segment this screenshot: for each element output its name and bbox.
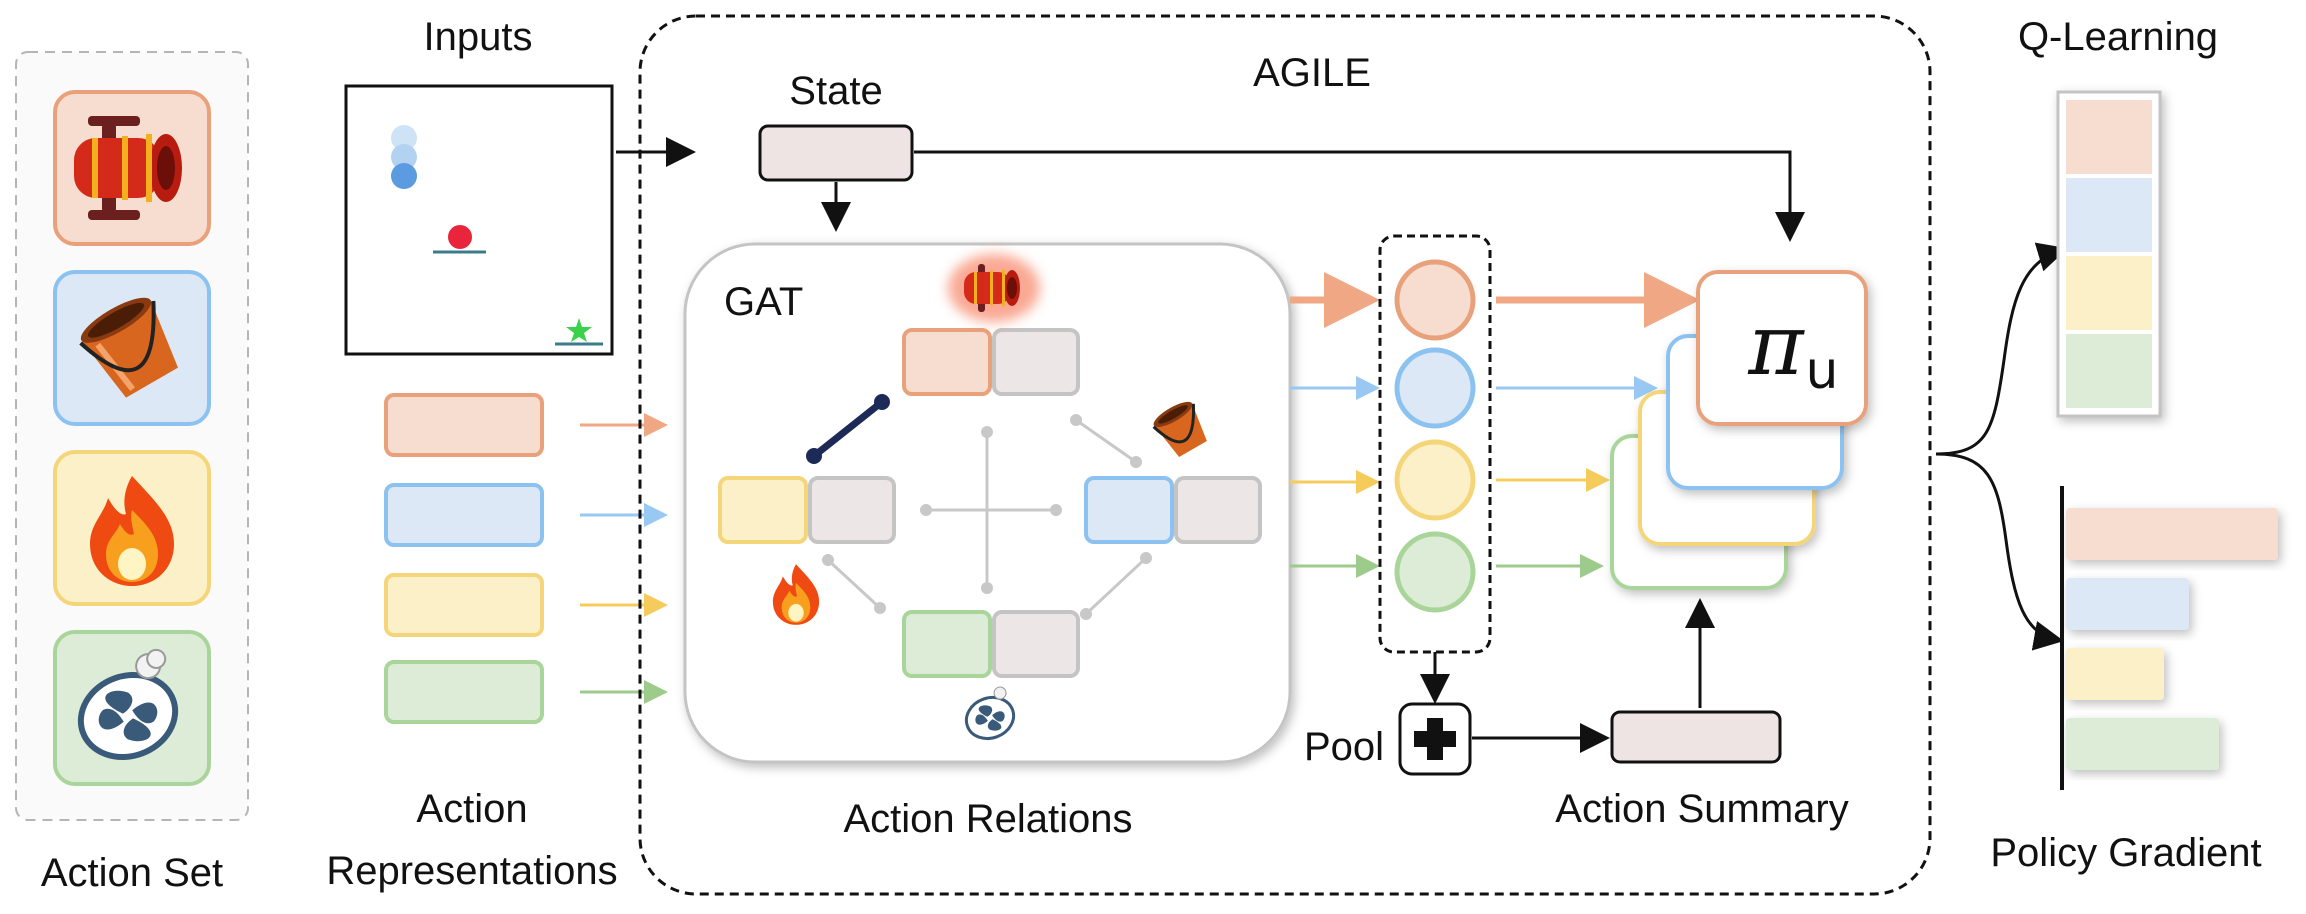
arrow-to-policy-gradient (1935, 452, 2064, 651)
q-learning-label: Q-Learning (2018, 15, 2218, 59)
ball-trail-1 (391, 125, 417, 151)
gat-label: GAT (724, 280, 803, 324)
action-summary-label: Action Summary (1555, 787, 1848, 831)
action-embedding-column (1378, 234, 1492, 654)
fan-icon (964, 686, 1016, 741)
star-icon (566, 318, 592, 342)
agile-container (638, 14, 1932, 896)
node-right-blue (1084, 476, 1174, 544)
action-repr-orange (384, 393, 544, 457)
gat-module: GAT (683, 242, 1292, 764)
state-node: State (758, 69, 914, 182)
node-left-gray (808, 476, 896, 544)
action-repr-blue (384, 483, 544, 547)
q-value-blue (2066, 178, 2152, 252)
pi-symbol: π (1747, 296, 1805, 394)
pg-bar-green (2066, 718, 2219, 770)
game-screen (344, 84, 614, 356)
bucket-icon (1152, 401, 1207, 458)
action-representations: Action Representations (326, 393, 668, 893)
edge-dot-highlight (874, 394, 890, 410)
cannon-icon (948, 254, 1040, 322)
pool-label: Pool (1304, 725, 1384, 769)
node-top-orange (902, 328, 992, 396)
edge-dot (822, 554, 834, 566)
embedding-green (1394, 531, 1476, 613)
edge-dot (981, 426, 993, 438)
action-card-fan (53, 630, 211, 786)
ball-blue (391, 163, 417, 189)
action-summary-node: Action Summary (1555, 710, 1849, 831)
pg-bar-blue (2066, 578, 2189, 630)
edge-dot (1140, 552, 1152, 564)
policy-stack: π u (1610, 270, 1868, 590)
action-card-fire (53, 450, 211, 606)
action-set-label: Action Set (41, 851, 223, 895)
bucket-icon (79, 297, 178, 398)
pool-node: Pool (1304, 702, 1472, 776)
node-right-gray (1174, 476, 1262, 544)
edge-dot (1080, 608, 1092, 620)
policy-gradient-output: Policy Gradient (1990, 486, 2278, 875)
ball-red (448, 225, 472, 249)
action-repr-label-2: Representations (326, 849, 617, 893)
action-card-bucket (53, 270, 211, 426)
embedding-blue (1394, 347, 1476, 429)
arrow-state-to-policy (914, 150, 1805, 242)
fire-icon (90, 476, 174, 586)
inputs-label: Inputs (424, 15, 533, 59)
action-set-panel: Action Set (15, 51, 249, 895)
pg-bar-yellow (2066, 648, 2164, 700)
action-card-cannon (53, 90, 211, 246)
embedding-yellow (1394, 439, 1476, 521)
inputs-section: Inputs (344, 15, 614, 356)
node-bottom-green (902, 610, 992, 678)
action-repr-label-1: Action (416, 787, 527, 831)
embedding-column-box (1378, 234, 1492, 654)
fan-icon (77, 648, 179, 761)
node-bottom-gray (992, 610, 1080, 678)
edge-dot (1130, 456, 1142, 468)
arrow-to-q-learning (1935, 242, 2068, 456)
policy-card-orange (1696, 270, 1868, 426)
q-value-yellow (2066, 256, 2152, 330)
cannon-icon (74, 116, 182, 220)
pi-subscript: u (1806, 341, 1839, 401)
pg-bar-orange (2066, 508, 2278, 560)
q-value-orange (2066, 100, 2152, 174)
q-learning-output: Q-Learning (2018, 15, 2218, 418)
state-box (758, 124, 914, 182)
fire-icon (772, 564, 820, 625)
edge-dot (920, 504, 932, 516)
edge-highlight (811, 399, 885, 459)
plus-icon (1414, 718, 1456, 760)
edge-dot (874, 602, 886, 614)
edge-dot (981, 582, 993, 594)
node-top-gray (992, 328, 1080, 396)
q-value-green (2066, 334, 2152, 408)
action-relations-label: Action Relations (843, 797, 1132, 841)
edge-dot (1070, 414, 1082, 426)
agile-label: AGILE (1253, 51, 1371, 95)
ball-trail-2 (391, 144, 417, 170)
action-repr-green (384, 660, 544, 724)
edge-bottom-left (826, 558, 882, 610)
action-summary-box (1610, 710, 1782, 764)
pg-bars (2066, 508, 2278, 770)
state-label: State (789, 69, 882, 113)
embedding-orange (1394, 259, 1476, 341)
edge-dot (1050, 504, 1062, 516)
edge-bottom-right (1084, 556, 1148, 616)
node-left-yellow (718, 476, 808, 544)
edge-dot-highlight (806, 448, 822, 464)
edge-top-right (1075, 418, 1137, 464)
action-repr-yellow (384, 573, 544, 637)
policy-gradient-label: Policy Gradient (1990, 831, 2261, 875)
